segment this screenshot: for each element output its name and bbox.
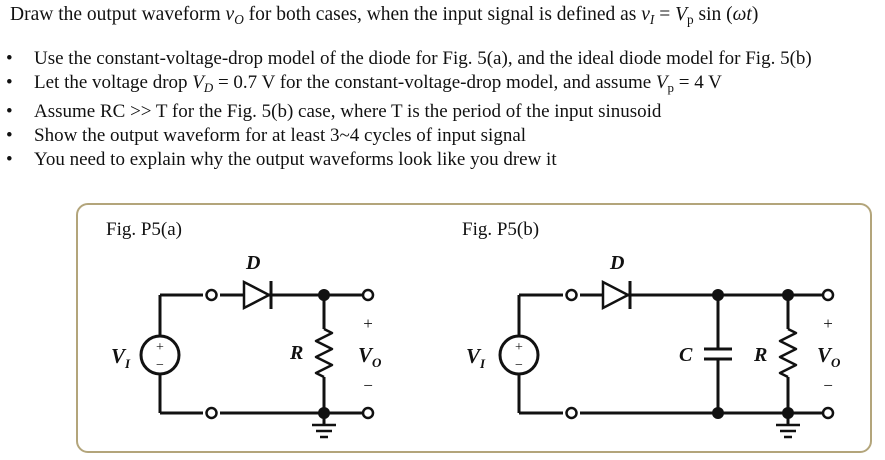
intro-text-2: for both cases, when the input signal is… — [243, 4, 642, 25]
ground-icon — [312, 423, 336, 439]
resistor-label: R — [289, 342, 303, 364]
problem-intro: Draw the output waveform vO for both cas… — [10, 4, 758, 28]
figure-b-wires — [517, 293, 822, 425]
output-minus-sign: − — [823, 376, 833, 395]
output-plus-sign: + — [363, 314, 373, 333]
terminal-node — [205, 288, 218, 302]
resistor-symbol — [314, 327, 334, 379]
source-label: VI — [111, 344, 131, 371]
vo-subscript: O — [234, 11, 244, 27]
figure-frame — [76, 203, 872, 453]
diode-label: D — [245, 252, 260, 274]
vi-symbol: v — [641, 4, 650, 25]
vo-symbol: v — [225, 4, 235, 25]
output-terminal — [361, 288, 375, 302]
requirement-item: You need to explain why the output wavef… — [0, 148, 812, 172]
figure-b-caption: Fig. P5(b) — [462, 219, 539, 240]
output-label: VO — [358, 343, 382, 370]
junction-dot — [318, 289, 330, 301]
terminal-node — [565, 288, 578, 302]
requirement-item: Show the output waveform for at least 3~… — [0, 124, 812, 148]
vd-subscript: D — [203, 79, 214, 95]
requirement-list: Use the constant-voltage-drop model of t… — [0, 47, 812, 172]
source-plus-sign: + — [156, 340, 164, 355]
capacitor-label: C — [679, 344, 693, 366]
figure-a-caption: Fig. P5(a) — [106, 219, 182, 240]
terminal-node — [565, 406, 578, 420]
ground-icon — [776, 423, 800, 439]
output-label: VO — [817, 343, 841, 370]
intro-sin: sin ( — [693, 4, 733, 25]
intro-close: ) — [751, 4, 759, 25]
source-minus-sign: − — [156, 358, 164, 373]
requirement-text: Show the output waveform for at least 3~… — [34, 124, 527, 146]
resistor-label: R — [753, 344, 767, 366]
junction-dot — [712, 289, 724, 301]
figure-a: Fig. P5(a) D — [106, 219, 382, 439]
intro-text-1: Draw the output waveform — [10, 4, 226, 25]
intro-equals: = — [654, 4, 676, 25]
diode-symbol — [242, 279, 273, 311]
requirement-text: Use the constant-voltage-drop model of t… — [34, 48, 812, 69]
figure-a-wires — [158, 293, 362, 425]
vp-subscript: p — [667, 79, 674, 95]
omega-t: ωt — [732, 4, 752, 25]
requirement-item: Let the voltage drop VD = 0.7 V for the … — [0, 71, 812, 100]
voltage-source-icon: + − — [139, 334, 181, 376]
vi-subscript: I — [649, 11, 655, 27]
output-terminal — [361, 406, 375, 420]
junction-dot — [782, 289, 794, 301]
terminal-node — [205, 406, 218, 420]
junction-dot — [712, 407, 724, 419]
vp-subscript: p — [687, 11, 694, 27]
vp-symbol: V — [675, 4, 688, 25]
requirement-item: Assume RC >> T for the Fig. 5(b) case, w… — [0, 100, 812, 124]
junction-dot — [782, 407, 794, 419]
requirement-text: Let the voltage drop — [34, 72, 193, 93]
junction-dot — [318, 407, 330, 419]
figure-b: Fig. P5(b) — [462, 219, 841, 439]
output-terminal — [821, 288, 835, 302]
resistor-symbol — [778, 327, 798, 379]
source-label: VI — [466, 344, 486, 371]
vp-symbol: V — [655, 72, 668, 93]
output-plus-sign: + — [823, 314, 833, 333]
requirement-item: Use the constant-voltage-drop model of t… — [0, 47, 812, 71]
requirement-text: = 4 V — [673, 72, 722, 93]
diode-label: D — [609, 252, 624, 274]
circuit-figures: Fig. P5(a) D — [106, 219, 841, 439]
source-minus-sign: − — [515, 358, 523, 373]
output-terminal — [821, 406, 835, 420]
source-plus-sign: + — [515, 340, 523, 355]
requirement-text: You need to explain why the output wavef… — [34, 148, 557, 170]
output-minus-sign: − — [363, 376, 373, 395]
diode-symbol — [601, 279, 632, 311]
requirement-text: = 0.7 V for the constant-voltage-drop mo… — [213, 72, 656, 93]
voltage-source-icon: + − — [498, 334, 540, 376]
capacitor-symbol — [704, 347, 732, 361]
vd-symbol: V — [192, 72, 204, 93]
requirement-text: Assume RC >> T for the Fig. 5(b) case, w… — [34, 100, 662, 122]
